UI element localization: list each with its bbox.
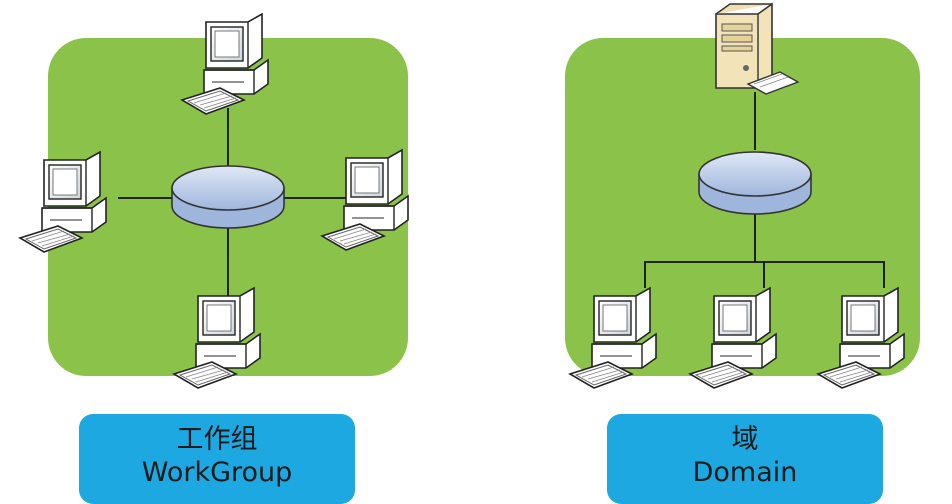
workgroup-label-cn: 工作组 [176, 424, 258, 455]
network-hub-icon [171, 165, 285, 229]
workgroup-label: 工作组 WorkGroup [79, 414, 355, 504]
domain-label: 域 Domain [607, 414, 883, 504]
workgroup-label-en: WorkGroup [141, 457, 293, 488]
network-diagram [19, 3, 920, 389]
network-hub-icon [698, 151, 812, 215]
workgroup-links [118, 108, 356, 298]
domain-label-en: Domain [692, 457, 798, 488]
domain-label-cn: 域 [731, 424, 759, 455]
